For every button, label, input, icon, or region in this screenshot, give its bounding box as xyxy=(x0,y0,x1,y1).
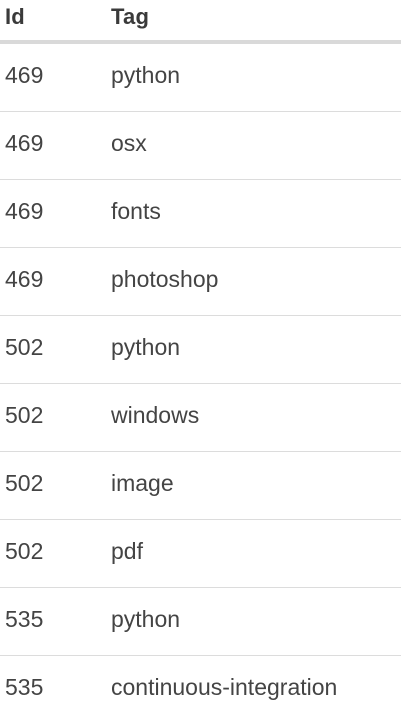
table-row: 535 python xyxy=(0,588,401,656)
table-row: 502 windows xyxy=(0,384,401,452)
cell-id: 469 xyxy=(5,62,44,88)
cell-id: 535 xyxy=(5,674,44,700)
table-row: 502 image xyxy=(0,452,401,520)
cell-id: 502 xyxy=(5,402,44,428)
cell-tag: photoshop xyxy=(111,266,219,292)
cell-tag: continuous-integration xyxy=(111,674,338,700)
cell-id: 502 xyxy=(5,538,44,564)
cell-tag: image xyxy=(111,470,174,496)
cell-tag: python xyxy=(111,334,181,360)
cell-id: 502 xyxy=(5,470,44,496)
cell-id: 469 xyxy=(5,130,44,156)
table-row: 502 pdf xyxy=(0,520,401,588)
cell-tag: python xyxy=(111,62,181,88)
table-row: 469 fonts xyxy=(0,180,401,248)
cell-tag: osx xyxy=(111,130,147,156)
table-row: 469 osx xyxy=(0,112,401,180)
table-row: 469 python xyxy=(0,44,401,112)
table-body: 469 python 469 osx 469 fonts 469 photosh… xyxy=(0,44,401,723)
column-header-id[interactable]: Id xyxy=(5,4,25,29)
column-header-tag[interactable]: Tag xyxy=(111,4,150,29)
cell-id: 535 xyxy=(5,606,44,632)
cell-tag: python xyxy=(111,606,181,632)
table-row: 469 photoshop xyxy=(0,248,401,316)
cell-id: 502 xyxy=(5,334,44,360)
table-row: 502 python xyxy=(0,316,401,384)
cell-id: 469 xyxy=(5,198,44,224)
cell-tag: fonts xyxy=(111,198,161,224)
table-header: Id Tag xyxy=(0,0,401,44)
cell-tag: windows xyxy=(111,402,200,428)
table-row: 535 continuous-integration xyxy=(0,656,401,723)
cell-id: 469 xyxy=(5,266,44,292)
cell-tag: pdf xyxy=(111,538,143,564)
